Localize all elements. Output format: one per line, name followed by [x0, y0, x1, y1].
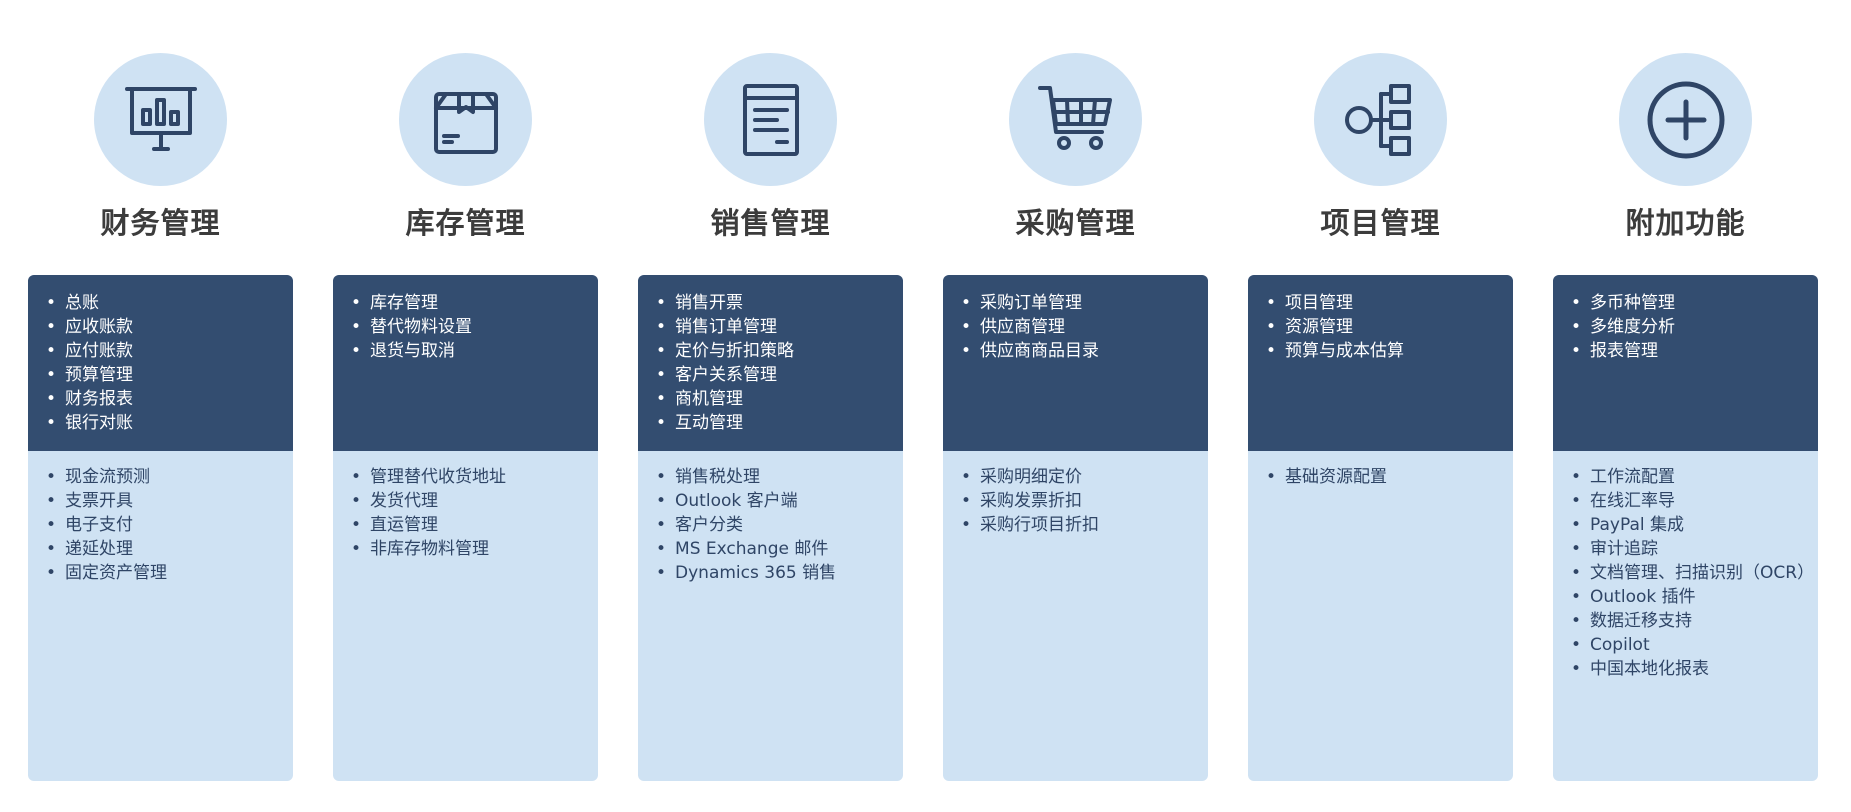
extended-feature-item: 电子支付 — [46, 513, 287, 537]
core-feature-item: 应收账款 — [46, 315, 287, 339]
module-title: 采购管理 — [1015, 206, 1136, 240]
extended-feature-item: Dynamics 365 销售 — [656, 561, 897, 585]
extended-feature-item: 采购发票折扣 — [961, 489, 1202, 513]
core-feature-item: 客户关系管理 — [656, 363, 897, 387]
core-feature-item: 预算管理 — [46, 363, 287, 387]
module-card: 项目管理资源管理预算与成本估算基础资源配置 — [1248, 275, 1513, 781]
core-features-list: 采购订单管理供应商管理供应商商品目录 — [961, 291, 1202, 363]
core-feature-item: 报表管理 — [1571, 339, 1812, 363]
core-feature-item: 总账 — [46, 291, 287, 315]
module-card: 采购订单管理供应商管理供应商商品目录采购明细定价采购发票折扣采购行项目折扣 — [943, 275, 1208, 781]
core-feature-item: 应付账款 — [46, 339, 287, 363]
core-feature-item: 销售订单管理 — [656, 315, 897, 339]
module-column: 库存管理库存管理替代物料设置退货与取消管理替代收货地址发货代理直运管理非库存物料… — [333, 0, 598, 812]
extended-feature-item: 文档管理、扫描识别（OCR） — [1571, 561, 1814, 585]
core-feature-item: 财务报表 — [46, 387, 287, 411]
extended-feature-item: Outlook 插件 — [1571, 585, 1812, 609]
module-title: 项目管理 — [1320, 206, 1441, 240]
extended-features-list: 销售税处理Outlook 客户端客户分类MS Exchange 邮件Dynami… — [656, 465, 897, 585]
extended-feature-item: 客户分类 — [656, 513, 897, 537]
core-feature-item: 多币种管理 — [1571, 291, 1812, 315]
extended-feature-item: 中国本地化报表 — [1571, 657, 1812, 681]
core-features-panel: 库存管理替代物料设置退货与取消 — [333, 275, 598, 451]
core-feature-item: 供应商管理 — [961, 315, 1202, 339]
module-column: 项目管理项目管理资源管理预算与成本估算基础资源配置 — [1248, 0, 1513, 812]
module-column: 采购管理采购订单管理供应商管理供应商商品目录采购明细定价采购发票折扣采购行项目折… — [943, 0, 1208, 812]
core-feature-item: 退货与取消 — [351, 339, 592, 363]
core-feature-item: 互动管理 — [656, 411, 897, 435]
extended-features-list: 基础资源配置 — [1266, 465, 1507, 489]
core-features-panel: 采购订单管理供应商管理供应商商品目录 — [943, 275, 1208, 451]
module-card: 库存管理替代物料设置退货与取消管理替代收货地址发货代理直运管理非库存物料管理 — [333, 275, 598, 781]
module-title: 财务管理 — [100, 206, 221, 240]
module-card: 总账应收账款应付账款预算管理财务报表银行对账现金流预测支票开具电子支付递延处理固… — [28, 275, 293, 781]
plus-circle-icon — [1619, 53, 1752, 186]
extended-features-list: 现金流预测支票开具电子支付递延处理固定资产管理 — [46, 465, 287, 585]
extended-feature-item: 现金流预测 — [46, 465, 287, 489]
hierarchy-icon — [1314, 53, 1447, 186]
core-features-panel: 项目管理资源管理预算与成本估算 — [1248, 275, 1513, 451]
extended-feature-item: MS Exchange 邮件 — [656, 537, 897, 561]
extended-feature-item: 在线汇率导 — [1571, 489, 1812, 513]
extended-feature-item: 审计追踪 — [1571, 537, 1812, 561]
extended-feature-item: 固定资产管理 — [46, 561, 287, 585]
module-column: 销售管理销售开票销售订单管理定价与折扣策略客户关系管理商机管理互动管理销售税处理… — [638, 0, 903, 812]
extended-feature-item: 采购行项目折扣 — [961, 513, 1202, 537]
extended-feature-item: 递延处理 — [46, 537, 287, 561]
box-icon — [399, 53, 532, 186]
extended-features-list: 采购明细定价采购发票折扣采购行项目折扣 — [961, 465, 1202, 537]
extended-feature-item: Outlook 客户端 — [656, 489, 897, 513]
extended-features-list: 管理替代收货地址发货代理直运管理非库存物料管理 — [351, 465, 592, 561]
core-feature-item: 库存管理 — [351, 291, 592, 315]
module-column: 附加功能多币种管理多维度分析报表管理工作流配置在线汇率导PayPal 集成审计追… — [1553, 0, 1818, 812]
extended-feature-item: 支票开具 — [46, 489, 287, 513]
extended-feature-item: 采购明细定价 — [961, 465, 1202, 489]
module-card: 销售开票销售订单管理定价与折扣策略客户关系管理商机管理互动管理销售税处理Outl… — [638, 275, 903, 781]
extended-feature-item: 发货代理 — [351, 489, 592, 513]
core-features-list: 总账应收账款应付账款预算管理财务报表银行对账 — [46, 291, 287, 435]
extended-feature-item: 销售税处理 — [656, 465, 897, 489]
core-features-list: 项目管理资源管理预算与成本估算 — [1266, 291, 1507, 363]
core-feature-item: 定价与折扣策略 — [656, 339, 897, 363]
extended-feature-item: 数据迁移支持 — [1571, 609, 1812, 633]
core-features-panel: 销售开票销售订单管理定价与折扣策略客户关系管理商机管理互动管理 — [638, 275, 903, 451]
module-title: 附加功能 — [1625, 206, 1746, 240]
extended-feature-item: 管理替代收货地址 — [351, 465, 592, 489]
core-feature-item: 供应商商品目录 — [961, 339, 1202, 363]
core-feature-item: 项目管理 — [1266, 291, 1507, 315]
core-features-list: 库存管理替代物料设置退货与取消 — [351, 291, 592, 363]
core-feature-item: 银行对账 — [46, 411, 287, 435]
core-features-list: 销售开票销售订单管理定价与折扣策略客户关系管理商机管理互动管理 — [656, 291, 897, 435]
extended-feature-item: 基础资源配置 — [1266, 465, 1507, 489]
core-feature-item: 替代物料设置 — [351, 315, 592, 339]
extended-feature-item: 直运管理 — [351, 513, 592, 537]
core-feature-item: 资源管理 — [1266, 315, 1507, 339]
presentation-chart-icon — [94, 53, 227, 186]
core-feature-item: 商机管理 — [656, 387, 897, 411]
core-features-list: 多币种管理多维度分析报表管理 — [1571, 291, 1812, 363]
core-features-panel: 总账应收账款应付账款预算管理财务报表银行对账 — [28, 275, 293, 451]
extended-feature-item: 非库存物料管理 — [351, 537, 592, 561]
core-feature-item: 销售开票 — [656, 291, 897, 315]
core-feature-item: 采购订单管理 — [961, 291, 1202, 315]
extended-features-list: 工作流配置在线汇率导PayPal 集成审计追踪文档管理、扫描识别（OCR）Out… — [1571, 465, 1814, 681]
module-title: 库存管理 — [405, 206, 526, 240]
module-title: 销售管理 — [710, 206, 831, 240]
module-card: 多币种管理多维度分析报表管理工作流配置在线汇率导PayPal 集成审计追踪文档管… — [1553, 275, 1818, 781]
core-feature-item: 预算与成本估算 — [1266, 339, 1507, 363]
module-column: 财务管理总账应收账款应付账款预算管理财务报表银行对账现金流预测支票开具电子支付递… — [28, 0, 293, 812]
extended-feature-item: PayPal 集成 — [1571, 513, 1812, 537]
core-feature-item: 多维度分析 — [1571, 315, 1812, 339]
extended-feature-item: 工作流配置 — [1571, 465, 1812, 489]
shopping-cart-icon — [1009, 53, 1142, 186]
core-features-panel: 多币种管理多维度分析报表管理 — [1553, 275, 1818, 451]
extended-feature-item: Copilot — [1571, 633, 1812, 657]
document-icon — [704, 53, 837, 186]
